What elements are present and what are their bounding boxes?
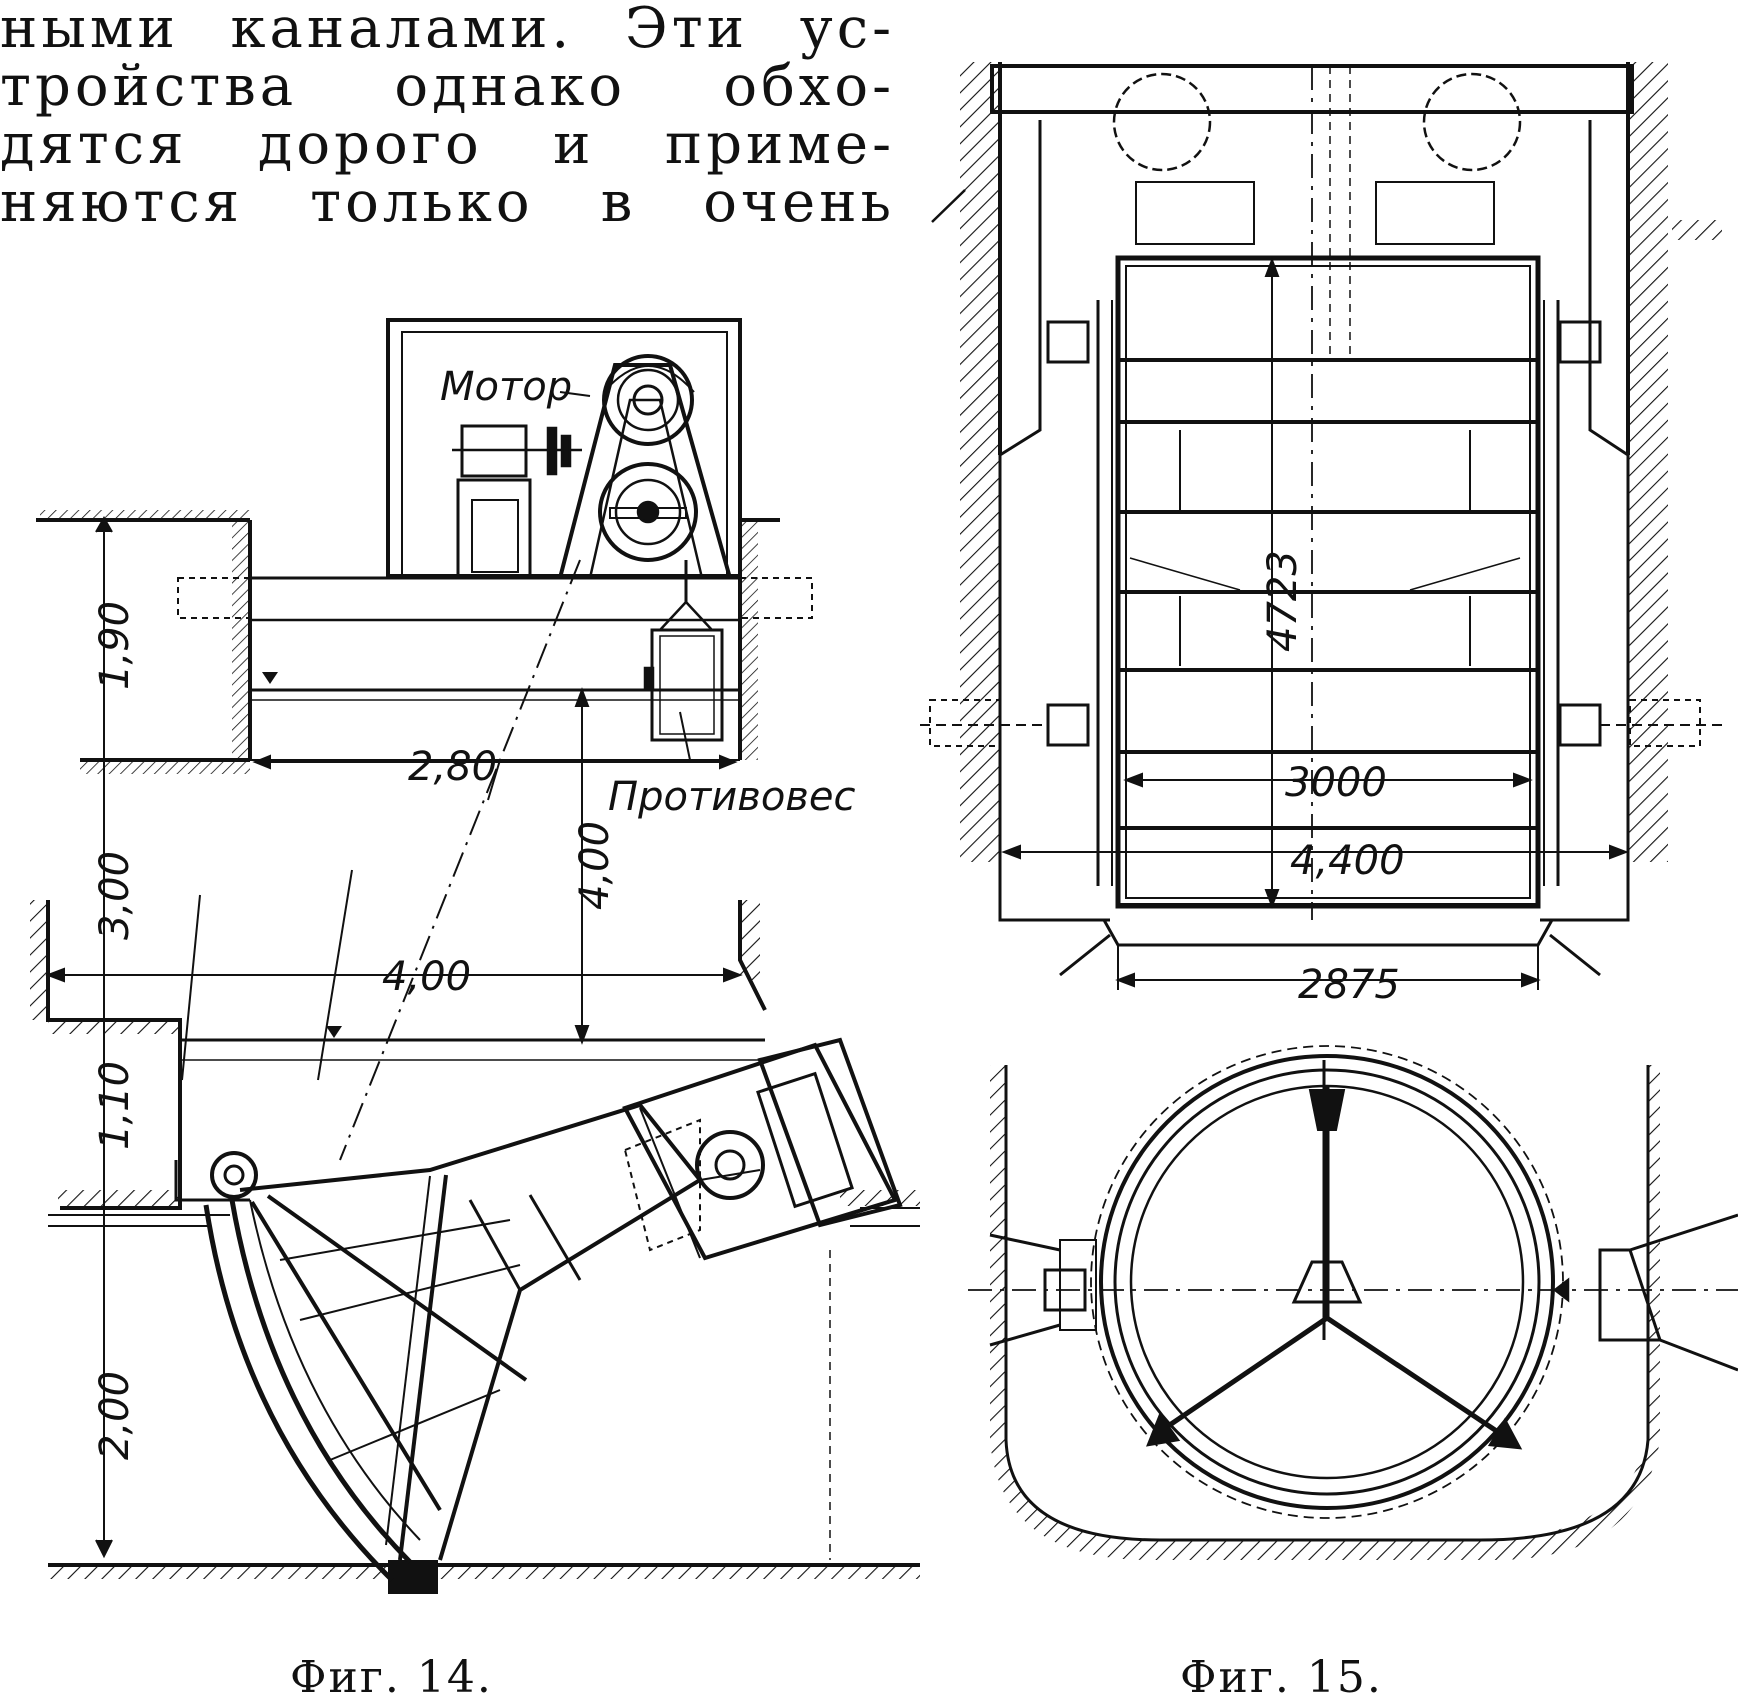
dim-3-00-label: 3,00 bbox=[92, 851, 138, 940]
text-line: дятся дорого и приме- bbox=[0, 112, 895, 177]
upper-walls bbox=[36, 510, 813, 774]
dim-1-90-label: 1,90 bbox=[92, 601, 138, 690]
dim-4-00-vertical-label: 4,00 bbox=[572, 821, 618, 910]
dim-4723-label: 4723 bbox=[1260, 550, 1306, 652]
body-text-paragraph: ными каналами. Эти ус- тройства однако о… bbox=[0, 0, 900, 232]
figure-15-plan bbox=[920, 62, 1728, 990]
fig15-caption: Фиг. 15. bbox=[1180, 1652, 1383, 1700]
fig14-dimension-lines bbox=[45, 515, 743, 1559]
text-line: няются только в очень bbox=[0, 170, 895, 235]
dim-4-00-horizontal-label: 4,00 bbox=[382, 954, 471, 1000]
figure-15-section bbox=[968, 1045, 1738, 1560]
figure-14 bbox=[30, 318, 920, 1594]
dim-2875-label: 2875 bbox=[1298, 962, 1400, 1008]
text-line: тройства однако обхо- bbox=[0, 54, 895, 119]
dim-2-00-label: 2,00 bbox=[92, 1371, 138, 1460]
dim-4400-label: 4,400 bbox=[1290, 838, 1405, 884]
motor-label: Мотор bbox=[440, 364, 572, 410]
dim-3000-label: 3000 bbox=[1285, 760, 1387, 806]
text-line: ными каналами. Эти ус- bbox=[0, 0, 895, 61]
dim-1-10-label: 1,10 bbox=[92, 1061, 138, 1150]
counterweight-label: Противовес bbox=[608, 774, 855, 820]
fig14-caption: Фиг. 14. bbox=[290, 1652, 493, 1700]
lower-chamber bbox=[30, 900, 920, 1594]
motor-house bbox=[386, 318, 742, 580]
sector-gate bbox=[174, 1037, 903, 1582]
dim-2-80-label: 2,80 bbox=[408, 744, 497, 790]
